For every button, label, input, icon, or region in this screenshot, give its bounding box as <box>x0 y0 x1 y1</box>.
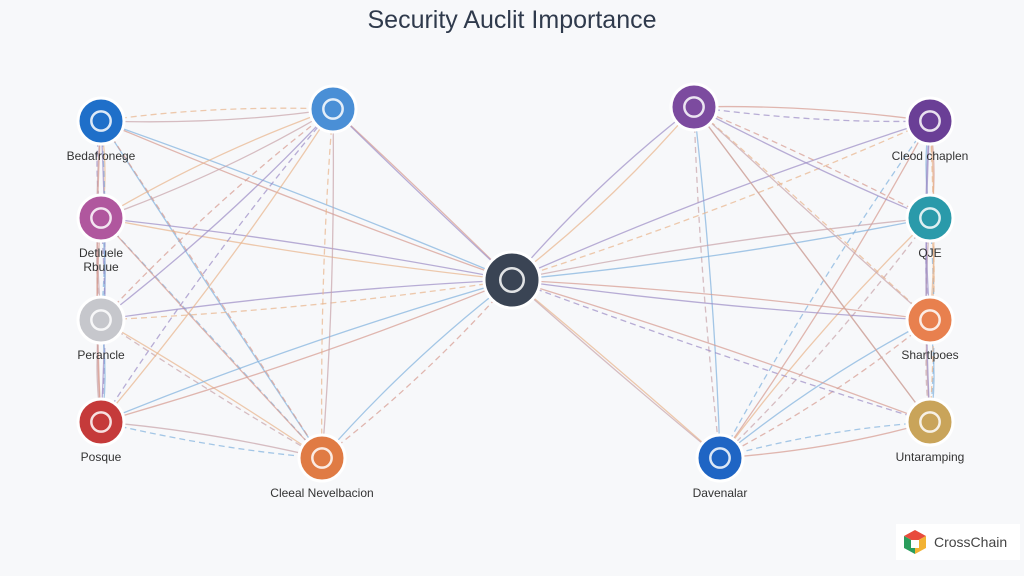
connection-line <box>96 120 102 219</box>
connection-line <box>320 108 334 459</box>
connection-line <box>511 279 931 423</box>
connection-line <box>332 108 513 281</box>
hexagon-box-icon[interactable] <box>297 433 347 483</box>
lock-icon[interactable] <box>482 250 542 310</box>
node-label: Detluele Rbuue <box>78 246 124 274</box>
connection-line <box>511 279 931 321</box>
node-label: QJE <box>918 246 942 260</box>
connection-line <box>719 217 931 459</box>
node-label: Untaramping <box>895 450 965 464</box>
connection-line <box>511 279 721 459</box>
book-icon[interactable] <box>905 96 955 146</box>
connection-line <box>100 217 513 281</box>
connection-line <box>321 279 513 459</box>
connection-line <box>511 106 695 281</box>
connection-line <box>719 120 931 459</box>
connection-line <box>719 120 931 459</box>
node-label: Perancle <box>77 348 125 362</box>
device-icon[interactable] <box>905 193 955 243</box>
connection-line <box>511 120 931 281</box>
connection-line <box>511 217 931 281</box>
connection-line <box>100 319 323 459</box>
connection-line <box>100 108 334 219</box>
brain-icon[interactable] <box>905 295 955 345</box>
connection-line <box>100 279 513 423</box>
shoe-icon[interactable] <box>76 295 126 345</box>
connection-line <box>100 108 334 321</box>
node-label: Cleeal Nevelbacion <box>270 486 374 500</box>
connection-line <box>511 279 931 423</box>
hand-icon[interactable] <box>76 193 126 243</box>
connection-line <box>100 217 323 459</box>
connection-line <box>719 319 931 459</box>
connection-line <box>100 108 334 219</box>
books-icon[interactable] <box>905 397 955 447</box>
pattern-icon[interactable] <box>76 397 126 447</box>
connection-line <box>693 106 721 459</box>
connection-line <box>693 106 721 459</box>
connection-line <box>100 217 513 281</box>
connection-line <box>693 106 931 321</box>
connection-line <box>321 279 513 459</box>
connection-line <box>693 106 931 423</box>
connection-line <box>100 279 513 321</box>
node-label: Davenalar <box>692 486 748 500</box>
diagram-title: Security Auclit Importance <box>367 6 657 34</box>
connection-line <box>511 217 931 281</box>
connection-line <box>929 120 935 423</box>
connection-line <box>693 105 931 122</box>
connection-line <box>100 108 334 423</box>
connection-line <box>693 106 931 219</box>
connection-line <box>321 108 335 459</box>
connection-line <box>332 108 513 281</box>
connection-line <box>100 107 334 122</box>
crosschain-logo: CrossChain <box>896 524 1020 560</box>
connection-line <box>925 120 931 423</box>
gear-burst-icon[interactable] <box>308 84 358 134</box>
connection-line <box>100 108 334 123</box>
node-label: Shartlpoes <box>901 348 959 362</box>
connection-line <box>693 106 931 123</box>
connection-line <box>719 319 931 459</box>
connection-line <box>100 108 334 423</box>
connection-line <box>100 120 513 281</box>
connection-line <box>100 319 323 459</box>
connection-line <box>100 120 513 281</box>
cube-icon[interactable] <box>669 82 719 132</box>
logo-text: CrossChain <box>934 534 1008 550</box>
connection-line <box>100 120 323 459</box>
connection-line <box>693 106 931 219</box>
connection-line <box>511 279 721 459</box>
snowflake-icon[interactable] <box>76 96 126 146</box>
node-label: Bedafronege <box>66 149 136 163</box>
connection-line <box>719 421 931 459</box>
connection-line <box>100 108 334 321</box>
connection-line <box>511 106 695 281</box>
connection-line <box>511 279 931 321</box>
node-label: Posque <box>80 450 122 464</box>
connection-line <box>511 120 931 281</box>
connection-line <box>100 279 513 423</box>
sun-gear-icon[interactable] <box>695 433 745 483</box>
logo-cube-icon <box>904 530 926 554</box>
connection-line <box>100 279 513 321</box>
connection-line <box>693 106 931 321</box>
connection-line <box>100 421 323 459</box>
node-label: Cleod chaplen <box>891 149 969 163</box>
connection-line <box>719 217 931 459</box>
